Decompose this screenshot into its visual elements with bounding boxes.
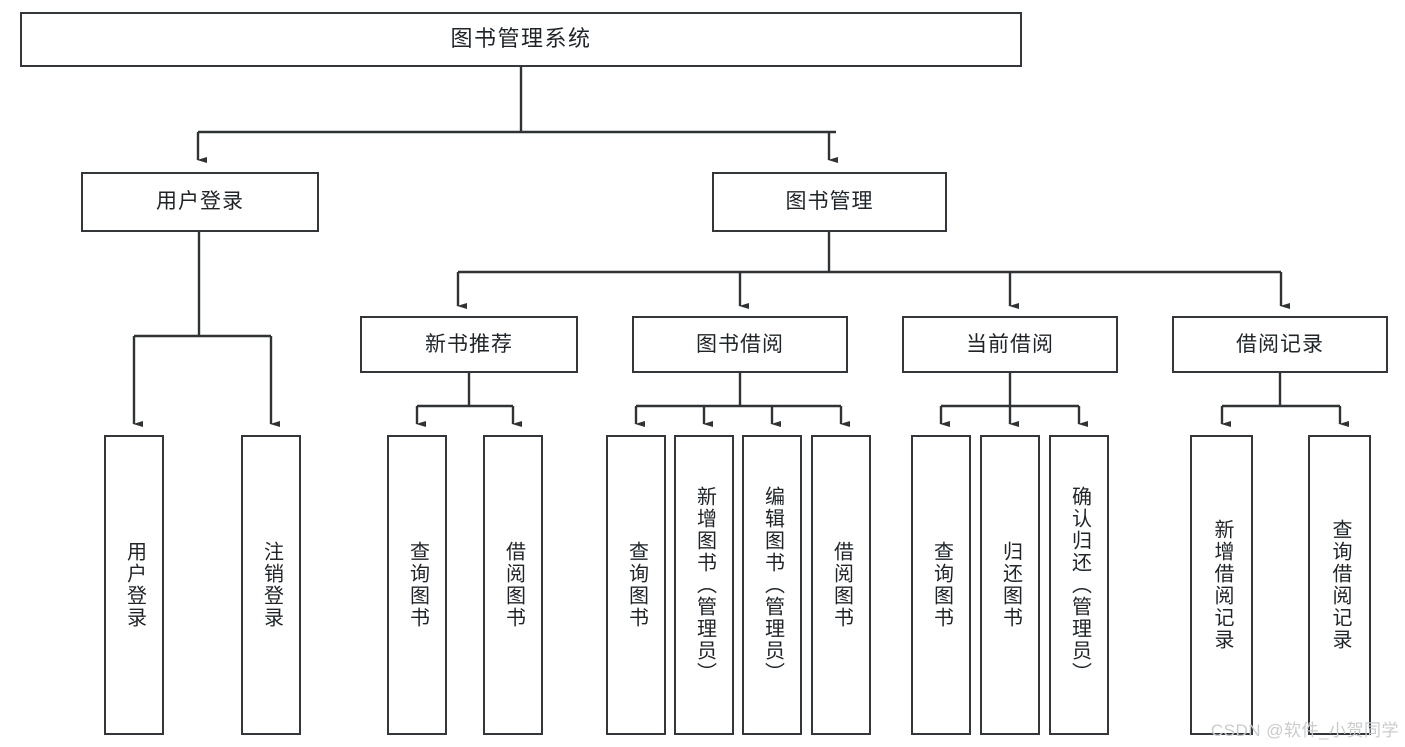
- node-label: 新增图书（管理员）: [693, 486, 716, 684]
- leaf-query-book-current[interactable]: 查询图书: [911, 435, 971, 735]
- node-label: 注销登录: [260, 541, 283, 629]
- leaf-borrow-book-recommend[interactable]: 借阅图书: [483, 435, 543, 735]
- node-label: 查询图书: [406, 541, 429, 629]
- node-label: 编辑图书（管理员）: [761, 486, 784, 684]
- node-label: 查询图书: [930, 541, 953, 629]
- node-label: 新增借阅记录: [1211, 519, 1233, 651]
- leaf-confirm-return[interactable]: 确认归还（管理员）: [1049, 435, 1109, 735]
- node-label: 借阅记录: [1236, 332, 1324, 356]
- leaf-add-book[interactable]: 新增图书（管理员）: [674, 435, 734, 735]
- node-label: 查询图书: [625, 541, 648, 629]
- leaf-query-borrow-record[interactable]: 查询借阅记录: [1308, 435, 1371, 735]
- node-label: 确认归还（管理员）: [1068, 486, 1091, 684]
- node-label: 用户登录: [156, 190, 244, 214]
- node-label: 借阅图书: [502, 541, 525, 629]
- leaf-query-book-recommend[interactable]: 查询图书: [387, 435, 447, 735]
- node-label: 归还图书: [999, 541, 1022, 629]
- leaf-borrow-book[interactable]: 借阅图书: [811, 435, 871, 735]
- node-label: 当前借阅: [966, 332, 1054, 356]
- leaf-logout[interactable]: 注销登录: [241, 435, 301, 735]
- node-borrow-record[interactable]: 借阅记录: [1172, 316, 1388, 373]
- node-label: 图书管理: [785, 190, 874, 214]
- leaf-user-login[interactable]: 用户登录: [104, 435, 164, 735]
- node-label: 借阅图书: [830, 541, 853, 629]
- node-root-system[interactable]: 图书管理系统: [20, 12, 1022, 67]
- node-label: 新书推荐: [425, 332, 513, 356]
- node-new-book-recommend[interactable]: 新书推荐: [360, 316, 578, 373]
- node-label: 用户登录: [123, 541, 146, 629]
- node-label: 查询借阅记录: [1329, 519, 1351, 651]
- node-label: 图书管理系统: [450, 26, 592, 52]
- node-label: 图书借阅: [696, 332, 784, 356]
- leaf-return-book[interactable]: 归还图书: [980, 435, 1040, 735]
- node-user-login[interactable]: 用户登录: [81, 172, 319, 232]
- leaf-edit-book[interactable]: 编辑图书（管理员）: [742, 435, 802, 735]
- leaf-add-borrow-record[interactable]: 新增借阅记录: [1190, 435, 1253, 735]
- leaf-query-book-borrow[interactable]: 查询图书: [606, 435, 666, 735]
- node-book-borrow[interactable]: 图书借阅: [632, 316, 848, 373]
- node-book-manage[interactable]: 图书管理: [712, 172, 947, 232]
- csdn-watermark: CSDN @软件_小贺同学: [1210, 721, 1399, 740]
- node-current-borrow[interactable]: 当前借阅: [902, 316, 1118, 373]
